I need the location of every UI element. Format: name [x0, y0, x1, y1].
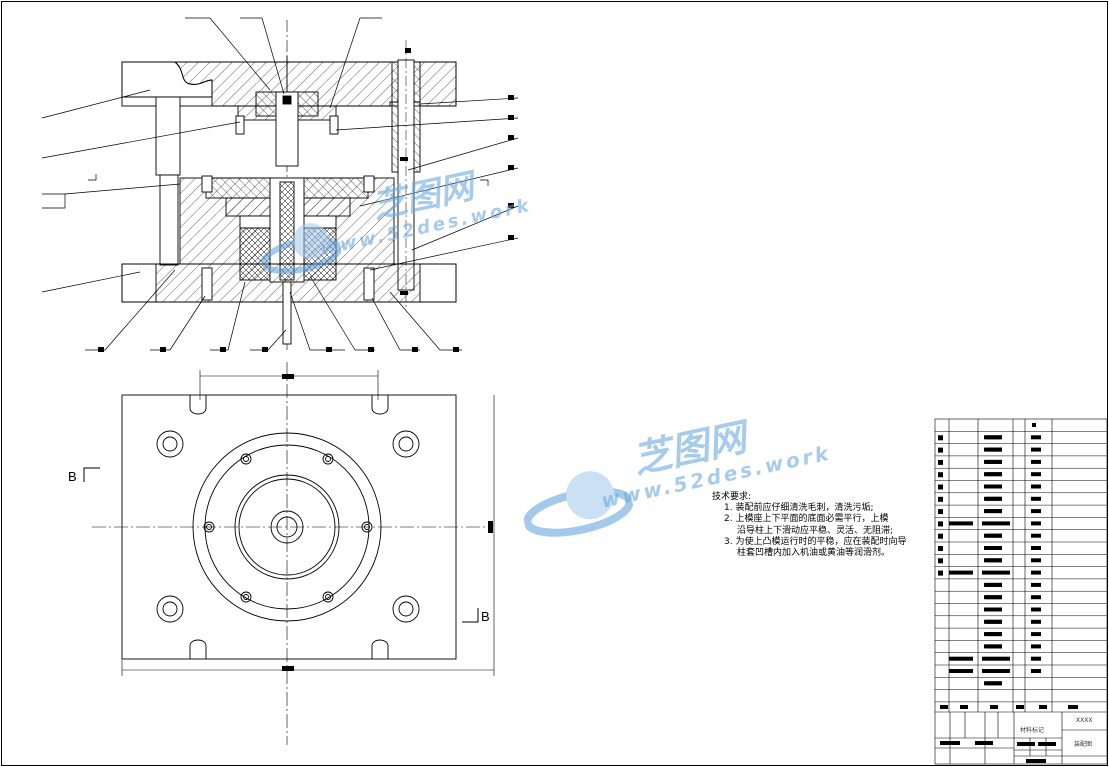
section-label-left: B — [68, 469, 77, 484]
note-line-1: 1. 装配前应仔细清洗毛刺，清洗污垢; — [724, 503, 874, 514]
bom-cell-mark — [1031, 472, 1041, 477]
bom-cell-mark — [984, 435, 1002, 440]
bom-cell-mark — [938, 484, 943, 490]
bom-cell-mark — [1039, 705, 1047, 709]
leader-lines — [41, 17, 519, 351]
bom-cell-mark — [938, 435, 943, 441]
bom-cell-mark — [1031, 570, 1041, 575]
bom-cell-mark — [1031, 582, 1041, 587]
bom-cell-mark — [1068, 705, 1078, 709]
bom-cell-mark — [984, 595, 1002, 600]
bom-cell-mark — [984, 607, 1002, 612]
bom-cell-mark — [938, 570, 943, 576]
bom-cell-mark — [1031, 669, 1041, 673]
section-view — [41, 17, 519, 352]
bom-cell-mark — [984, 459, 1002, 464]
bom-cell-mark — [949, 656, 973, 661]
bom-cell-mark — [984, 619, 1002, 624]
bom-cell-mark — [1032, 423, 1036, 427]
bom-cell-mark — [1031, 644, 1041, 649]
note-line-5: 柱套凹槽内加入机油或黄油等润滑剂。 — [737, 548, 891, 559]
bom-cell-mark — [1031, 595, 1041, 600]
bom-cell-mark — [1038, 742, 1056, 746]
bom-cell-mark — [982, 570, 1010, 575]
bom-cell-mark — [938, 509, 943, 515]
bom-cell-mark — [938, 472, 943, 478]
technical-requirements: 技术要求: 1. 装配前应仔细清洗毛刺，清洗污垢; 2. 上模座上下平面的底面必… — [712, 492, 906, 559]
plan-view — [83, 362, 495, 745]
bom-cell-mark — [984, 472, 1002, 477]
bom-cell-mark — [982, 521, 1010, 526]
bom-cell-mark — [938, 459, 943, 465]
bom-cell-mark — [984, 509, 1002, 514]
bom-rows — [935, 431, 1107, 703]
bom-cell-mark — [938, 533, 943, 539]
note-line-4: 3. 为使上凸模运行时的平稳，应在装配时向导 — [724, 536, 907, 547]
drawing-code: XXXX — [1076, 717, 1093, 724]
bom-cell-mark — [984, 558, 1002, 563]
bom-cell-mark — [1031, 521, 1041, 526]
watermark-logo-icon — [261, 223, 342, 275]
bom-cell-mark — [1031, 459, 1041, 464]
bom-cell-mark — [960, 705, 968, 709]
bom-cell-mark — [984, 533, 1002, 538]
bom-cell-mark — [1031, 619, 1041, 624]
bom-cell-mark — [975, 741, 993, 745]
balloon-marks — [98, 48, 514, 352]
material-mark: 材料标记 — [1020, 727, 1045, 734]
bom-cell-mark — [1031, 496, 1041, 501]
bom-cell-mark — [938, 496, 943, 502]
bom-cell-mark — [1031, 447, 1041, 452]
bom-cell-mark — [940, 741, 960, 745]
section-label-right: B — [481, 609, 490, 624]
bom-cell-mark — [949, 521, 973, 526]
watermark-logo-icon — [523, 471, 634, 537]
bom-cell-mark — [1031, 558, 1041, 563]
bom-cell-mark — [949, 570, 973, 575]
title-block — [934, 418, 1108, 765]
bom-cell-mark — [1017, 742, 1035, 746]
notes-title: 技术要求: — [712, 492, 752, 502]
bom-cell-mark — [1031, 546, 1041, 550]
note-line-2: 2. 上模座上下平面的底面必需平行，上模 — [724, 514, 889, 525]
bom-cell-mark — [984, 582, 1002, 587]
bom-cell-mark — [949, 669, 973, 673]
bom-cell-mark — [982, 669, 1010, 673]
bom-cell-mark — [984, 644, 1002, 649]
bom-cell-mark — [940, 705, 948, 709]
bom-cell-mark — [1031, 656, 1041, 661]
bom-marks — [938, 423, 1078, 763]
bom-cell-mark — [984, 546, 1002, 550]
bom-cell-mark — [938, 546, 943, 551]
bom-cell-mark — [1031, 632, 1041, 637]
bom-cell-mark — [982, 656, 1010, 661]
bom-cell-mark — [1031, 484, 1041, 489]
bom-cell-mark — [984, 447, 1002, 452]
bom-cell-mark — [938, 521, 943, 527]
drawing-name: 装配图 — [1074, 741, 1093, 748]
note-line-3: 沿导柱上下滑动应平稳、灵活、无阻滞; — [737, 525, 894, 536]
bom-cell-mark — [1031, 533, 1041, 538]
bom-cell-mark — [990, 705, 998, 709]
bom-cell-mark — [1031, 435, 1041, 440]
bom-cell-mark — [984, 632, 1002, 637]
bom-cell-mark — [984, 496, 1002, 501]
bom-cell-mark — [1031, 509, 1041, 514]
screws — [201, 115, 375, 301]
bom-cell-mark — [1016, 705, 1024, 709]
bom-cell-mark — [938, 558, 943, 564]
bom-cell-mark — [984, 681, 1002, 686]
bom-cell-mark — [938, 447, 943, 453]
bom-cell-mark — [1031, 607, 1041, 612]
bom-cell-mark — [984, 484, 1002, 489]
bom-cell-mark — [1026, 759, 1046, 763]
